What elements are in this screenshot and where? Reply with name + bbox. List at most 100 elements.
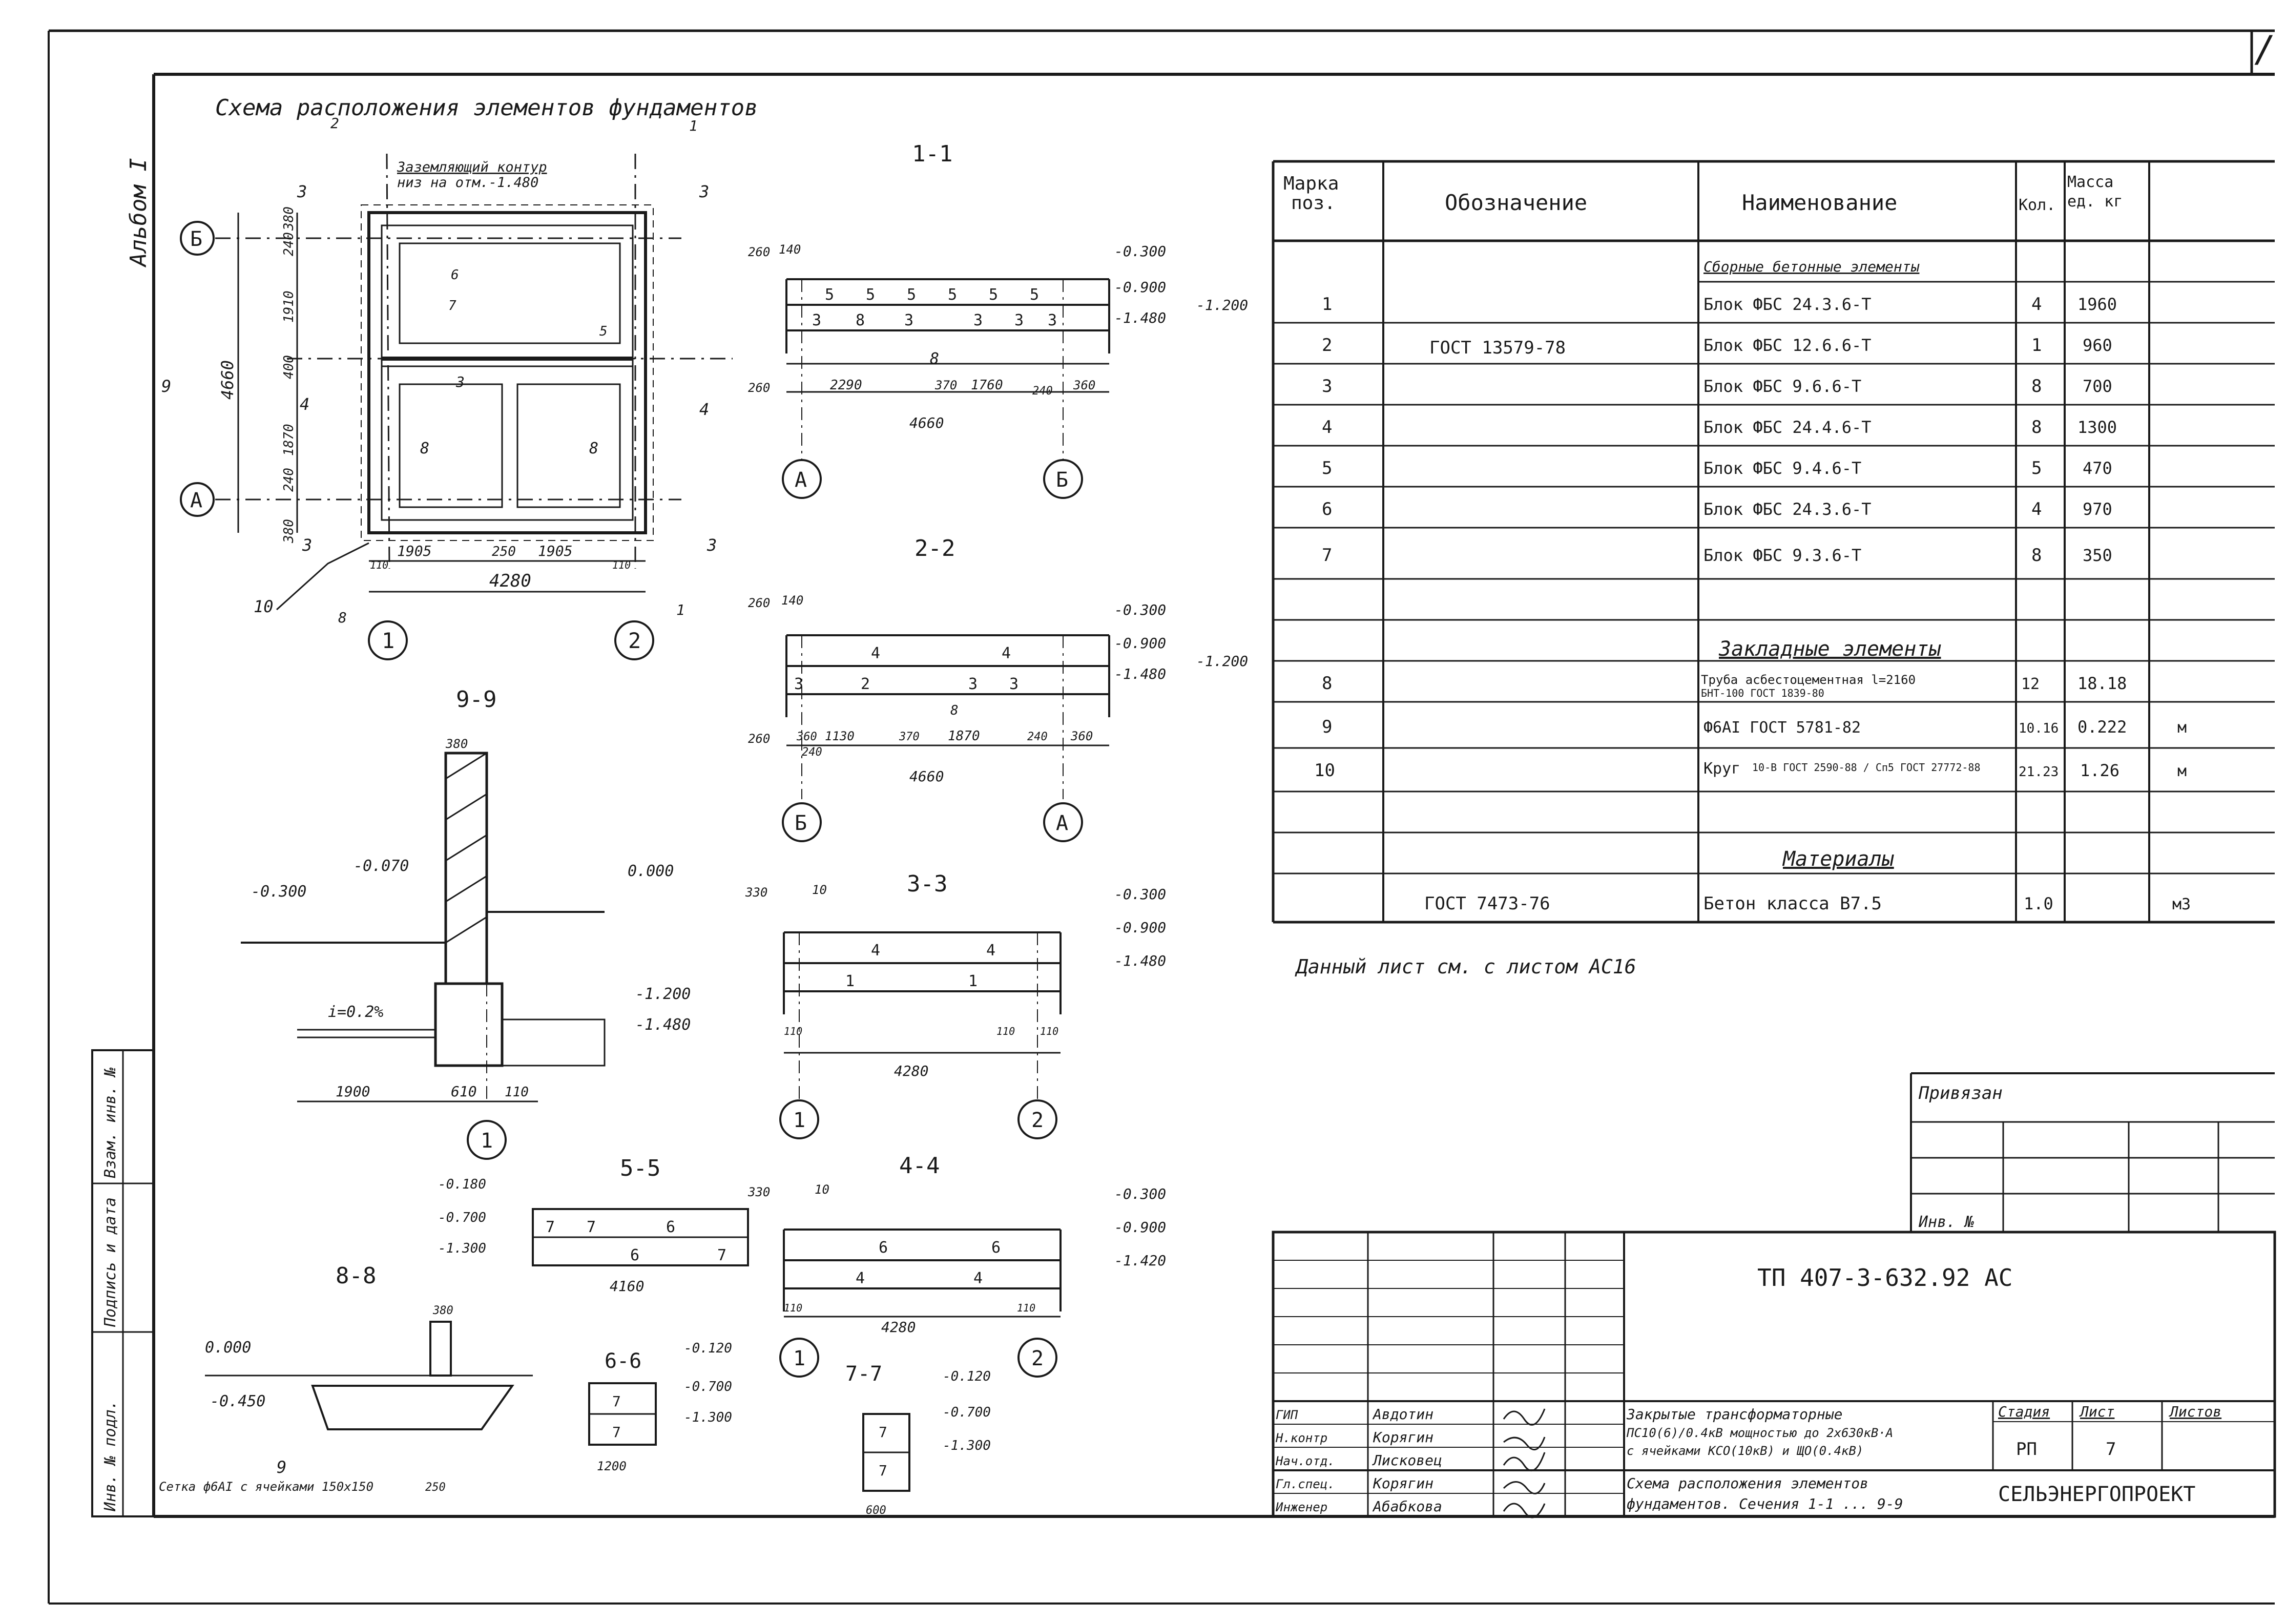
plan-title: Схема расположения элементов фундаментов: [215, 95, 758, 121]
s44-level-3: -1.420: [1114, 1252, 1166, 1269]
s66-level-3: -1.300: [684, 1410, 732, 1425]
spec-row-6-name: Блок ФБС 24.3.6-Т: [1703, 499, 1872, 519]
spec-header-mass-2: ед. кг: [2067, 193, 2123, 211]
s88-dim: 380: [432, 1304, 453, 1317]
title-sheet-name-1: Схема расположения элементов: [1627, 1475, 1868, 1492]
s11-mark-8: 8: [930, 350, 939, 368]
person-1-role: ГИП: [1276, 1408, 1298, 1422]
s33-level-1: -0.300: [1114, 886, 1166, 903]
plan-dim-overall-v: 4660: [218, 360, 237, 400]
cut-3-inner: 3: [455, 373, 465, 390]
s22-dim-1130: 1130: [825, 729, 855, 743]
cut-9-label: 9: [161, 377, 171, 396]
plan-axis-2: 2: [628, 628, 641, 653]
s33-dim-110-r: 110: [1040, 1025, 1058, 1037]
section-2-2: 2-2 Б А -0.300 -0.900 -1.480 -1.200 4 4 …: [748, 535, 1248, 842]
s44-level-2: -0.900: [1114, 1219, 1166, 1236]
title-sheets-hdr: Листов: [2169, 1403, 2221, 1420]
spec-row-8-name: Труба асбестоцементная l=2160: [1701, 673, 1916, 687]
signature-4: [1503, 1481, 1546, 1494]
spec-row-4-pos: 4: [1322, 417, 1332, 438]
specification-table: Марка поз. Обозначение Наименование Кол.…: [1272, 160, 2275, 924]
cut-4-label: 4: [699, 400, 709, 419]
title-stage-hdr: Стадия: [1998, 1403, 2050, 1420]
s66-block-1: 7: [612, 1393, 621, 1410]
plan-dim-v7: 380: [281, 519, 297, 544]
s11-dim-140: 140: [779, 242, 801, 257]
s11-level-2: -0.900: [1114, 279, 1166, 296]
section-3-3-title: 3-3: [907, 871, 947, 897]
s11-dim-1760: 1760: [971, 378, 1003, 393]
s77-dim: 600: [866, 1504, 886, 1517]
s11-top-block-4: 5: [948, 286, 957, 304]
person-3-name: Лисковец: [1372, 1452, 1442, 1469]
spec-row-1-name: Блок ФБС 24.3.6-Т: [1703, 295, 1872, 314]
s44-dim-10: 10: [815, 1182, 829, 1197]
s22-level-3: -1.480: [1114, 665, 1166, 682]
s44-level-1: -0.300: [1114, 1185, 1166, 1202]
section-1-1-title: 1-1: [912, 141, 952, 167]
s22-dim-240-l: 240: [802, 746, 822, 759]
s22-top-block-1: 4: [871, 644, 880, 662]
person-5-name: Абабкова: [1372, 1498, 1442, 1515]
s22-bot-block-1: 3: [794, 675, 803, 693]
spec-row-1-pos: 1: [1322, 294, 1332, 315]
s55-block-1: 7: [546, 1218, 555, 1236]
s55-level-1: -0.180: [438, 1177, 486, 1192]
cut-8-inner-r: 8: [589, 440, 598, 457]
s99-dim-1900: 1900: [336, 1083, 370, 1100]
signature-3: [1503, 1452, 1546, 1472]
s99-slope: i=0.2%: [328, 1003, 383, 1021]
cut-3-label-b: 3: [302, 535, 312, 555]
s22-dim-240: 240: [1027, 731, 1048, 743]
cut-2-label: 2: [330, 115, 339, 132]
signature-2: [1503, 1436, 1546, 1451]
s33-top-block-1: 4: [871, 942, 880, 960]
s11-dim-360: 360: [1073, 378, 1095, 392]
plan-axis-a: А: [190, 489, 202, 512]
section-9-9: 9-9 1 -0.300 -0.070 0.000 -1.200 -1.480 …: [241, 686, 691, 1160]
person-4-name: Корягин: [1373, 1475, 1433, 1492]
s44-dim-110-r: 110: [1017, 1302, 1035, 1314]
s11-dim-2290: 2290: [830, 378, 862, 393]
s22-level-2: -0.900: [1114, 635, 1166, 652]
spec-row-3-mass: 700: [2083, 377, 2112, 396]
plan-dim-v2: 240: [281, 232, 297, 256]
cut-4-label-l: 4: [300, 394, 309, 414]
sheet-corner-mark: /: [2254, 28, 2276, 70]
person-2-name: Корягин: [1373, 1429, 1433, 1446]
s99-level-5: -1.480: [635, 1016, 691, 1034]
spec-row-10-name-2: 10-В ГОСТ 2590-88 / Сп5 ГОСТ 27772-88: [1752, 761, 1981, 774]
spec-row-10-name: Круг: [1703, 760, 1740, 778]
plan-dim-h1: 1905: [397, 543, 431, 559]
spec-row-5-qty: 5: [2031, 458, 2042, 478]
spec-row-2-pos: 2: [1322, 335, 1332, 356]
stamp-signature-date: Подпись и дата: [101, 1197, 119, 1327]
s88-note-dim: 250: [425, 1481, 446, 1494]
plan-axis-b: Б: [190, 227, 202, 251]
s11-dim-260-bot: 260: [748, 381, 770, 395]
s33-axis-2: 2: [1031, 1109, 1044, 1132]
spec-mat-qty: 1.0: [2024, 894, 2053, 913]
s55-dim: 4160: [610, 1278, 644, 1295]
plan-dim-v1: 380: [281, 206, 297, 231]
cut-8-inner: 8: [420, 440, 429, 457]
s44-axis-2: 2: [1031, 1347, 1044, 1370]
spec-group-2: Закладные элементы: [1718, 637, 1941, 661]
s99-axis-1: 1: [481, 1129, 493, 1153]
s88-level-2: -0.450: [210, 1392, 265, 1410]
s33-bot-block-2: 1: [968, 972, 978, 990]
s33-dim-10: 10: [812, 883, 827, 897]
s22-dim-1870: 1870: [948, 728, 980, 744]
s11-bot-block-6: 3: [1048, 311, 1057, 329]
s99-dim-610: 610: [451, 1083, 477, 1100]
s33-bot-block-1: 1: [845, 972, 855, 990]
spec-row-2-mass: 960: [2083, 336, 2112, 355]
s55-level-3: -1.300: [438, 1241, 486, 1256]
spec-group-1: Сборные бетонные элементы: [1703, 258, 1920, 275]
plan-dim-v6: 240: [281, 468, 297, 492]
plan-dim-v4: 400: [281, 355, 297, 379]
stamp-inv-original: Инв. № подл.: [101, 1400, 119, 1512]
s55-block-4: 6: [630, 1246, 639, 1264]
